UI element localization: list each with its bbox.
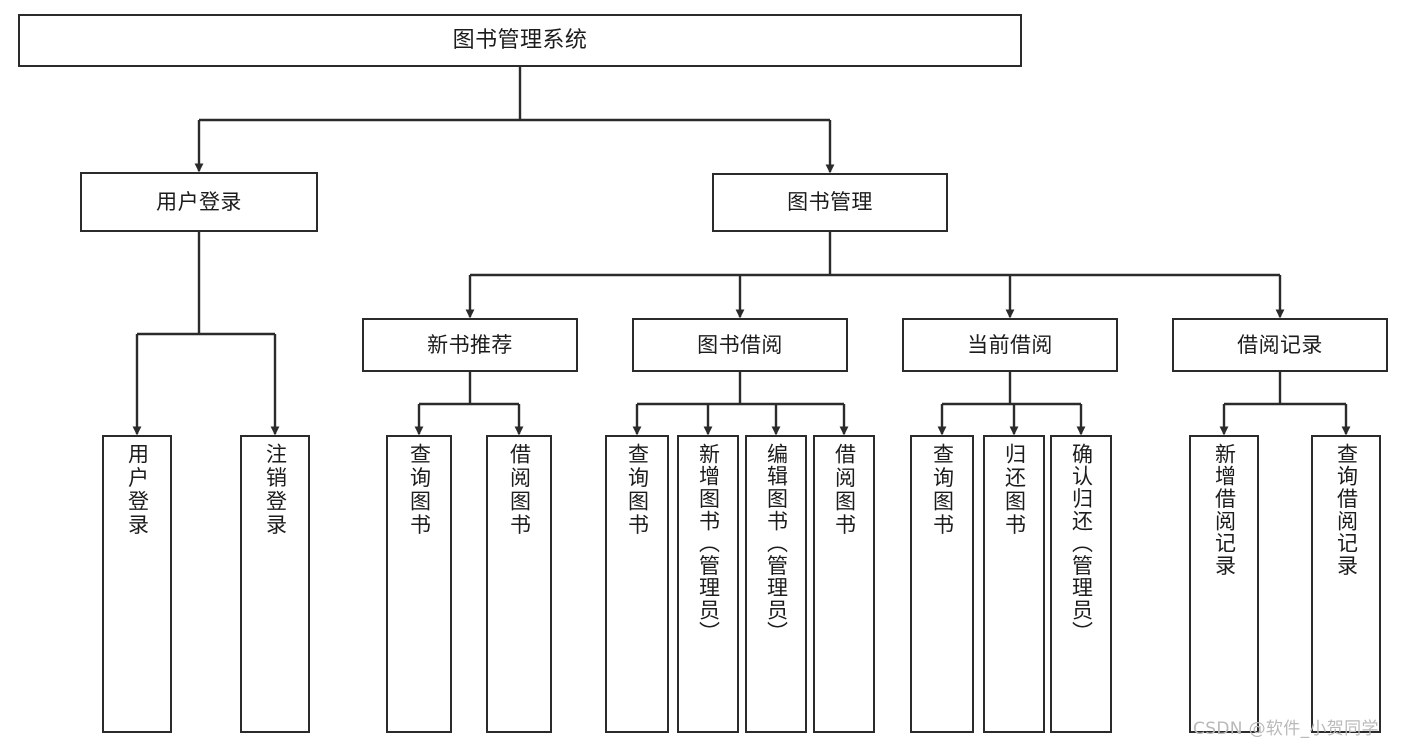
node-leaf_br_add[interactable]: 新增借阅记录	[1189, 435, 1259, 733]
node-current_borrow[interactable]: 当前借阅	[902, 318, 1118, 372]
node-label-leaf_bb_add: 新增图书（管理员）	[696, 443, 721, 644]
node-label-leaf_br_add: 新增借阅记录	[1212, 443, 1237, 577]
node-leaf_rec_query[interactable]: 查询图书	[386, 435, 452, 733]
node-leaf_rec_borrow[interactable]: 借阅图书	[486, 435, 552, 733]
node-label-leaf_cb_confirm: 确认归还（管理员）	[1069, 443, 1094, 644]
node-leaf_bb_add[interactable]: 新增图书（管理员）	[677, 435, 739, 733]
node-label-new_book_rec: 新书推荐	[427, 332, 513, 357]
node-root[interactable]: 图书管理系统	[18, 14, 1022, 67]
node-leaf_bb_edit[interactable]: 编辑图书（管理员）	[745, 435, 807, 733]
node-label-leaf_bb_query: 查询图书	[625, 443, 650, 538]
node-leaf_br_query[interactable]: 查询借阅记录	[1311, 435, 1381, 733]
node-leaf_bb_borrow[interactable]: 借阅图书	[813, 435, 875, 733]
node-user_login[interactable]: 用户登录	[80, 172, 318, 232]
node-leaf_user_logout[interactable]: 注销登录	[240, 435, 310, 733]
node-new_book_rec[interactable]: 新书推荐	[362, 318, 578, 372]
node-book_manage[interactable]: 图书管理	[712, 173, 948, 232]
node-label-leaf_rec_query: 查询图书	[407, 443, 432, 538]
node-label-book_borrow: 图书借阅	[697, 332, 783, 357]
node-leaf_cb_query[interactable]: 查询图书	[910, 435, 974, 733]
node-label-leaf_br_query: 查询借阅记录	[1334, 443, 1359, 577]
node-leaf_bb_query[interactable]: 查询图书	[605, 435, 669, 733]
node-label-leaf_user_logout: 注销登录	[263, 443, 288, 538]
node-borrow_record[interactable]: 借阅记录	[1172, 318, 1388, 372]
node-label-current_borrow: 当前借阅	[967, 332, 1053, 357]
node-label-leaf_bb_borrow: 借阅图书	[832, 443, 857, 538]
node-label-book_manage: 图书管理	[787, 190, 873, 215]
node-label-leaf_user_login: 用户登录	[125, 443, 150, 538]
node-leaf_user_login[interactable]: 用户登录	[102, 435, 172, 733]
node-label-root: 图书管理系统	[452, 27, 588, 53]
node-label-borrow_record: 借阅记录	[1237, 332, 1323, 357]
watermark-text: CSDN @软件_小贺同学	[1193, 719, 1379, 739]
node-label-user_login: 用户登录	[156, 189, 242, 214]
node-leaf_cb_return[interactable]: 归还图书	[983, 435, 1045, 733]
edge-group	[132, 67, 1351, 436]
node-leaf_cb_confirm[interactable]: 确认归还（管理员）	[1050, 435, 1112, 733]
node-book_borrow[interactable]: 图书借阅	[632, 318, 848, 372]
node-label-leaf_cb_query: 查询图书	[930, 443, 955, 538]
node-label-leaf_bb_edit: 编辑图书（管理员）	[764, 443, 789, 644]
node-label-leaf_cb_return: 归还图书	[1002, 443, 1027, 538]
node-label-leaf_rec_borrow: 借阅图书	[507, 443, 532, 538]
